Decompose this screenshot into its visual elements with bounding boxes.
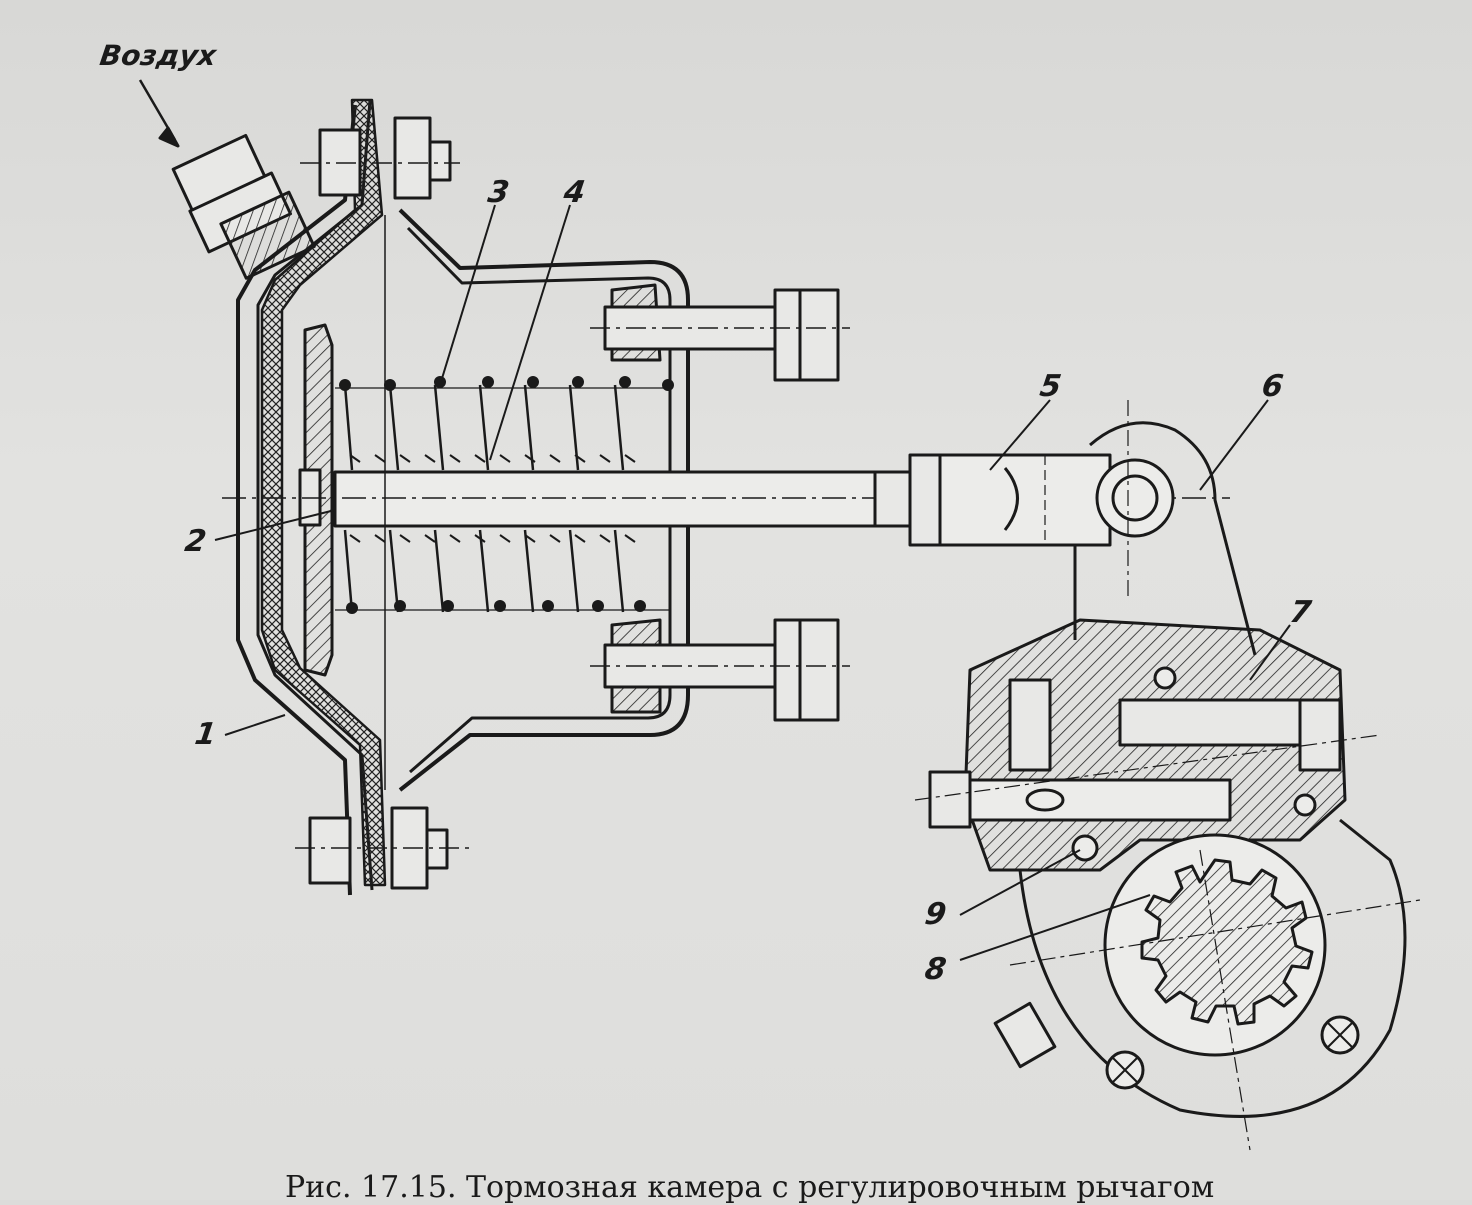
return-spring-inner xyxy=(349,454,636,543)
part-label-2: 2 xyxy=(182,524,209,559)
mounting-stud-lower xyxy=(590,618,850,722)
return-spring-outer xyxy=(335,376,674,614)
air-inlet-label: Воздух xyxy=(97,39,219,72)
worm-shaft xyxy=(914,734,1381,829)
clamp-bolt-bottom xyxy=(295,806,470,890)
leader-lines xyxy=(214,204,1291,961)
mounting-stud-upper xyxy=(590,283,850,382)
adjuster-body xyxy=(963,618,1347,872)
part-label-4: 4 xyxy=(561,175,588,210)
worm-gear xyxy=(993,818,1421,1151)
figure-caption: Рис. 17.15. Тормозная камера с регулиров… xyxy=(285,1170,1215,1205)
air-inlet-fitting xyxy=(138,79,316,280)
clamp-bolt-top xyxy=(300,116,460,200)
part-label-5: 5 xyxy=(1037,369,1064,404)
part-label-3: 3 xyxy=(485,175,512,210)
diaphragm xyxy=(260,98,387,887)
pressure-plate xyxy=(298,323,334,677)
part-label-1: 1 xyxy=(192,717,219,752)
clevis-fork xyxy=(873,453,1112,547)
part-label-6: 6 xyxy=(1259,369,1286,404)
lock-ball xyxy=(1071,793,1317,862)
part-label-8: 8 xyxy=(922,952,949,987)
push-rod xyxy=(222,470,1230,528)
part-label-7: 7 xyxy=(1287,595,1314,630)
part-label-9: 9 xyxy=(922,897,949,932)
